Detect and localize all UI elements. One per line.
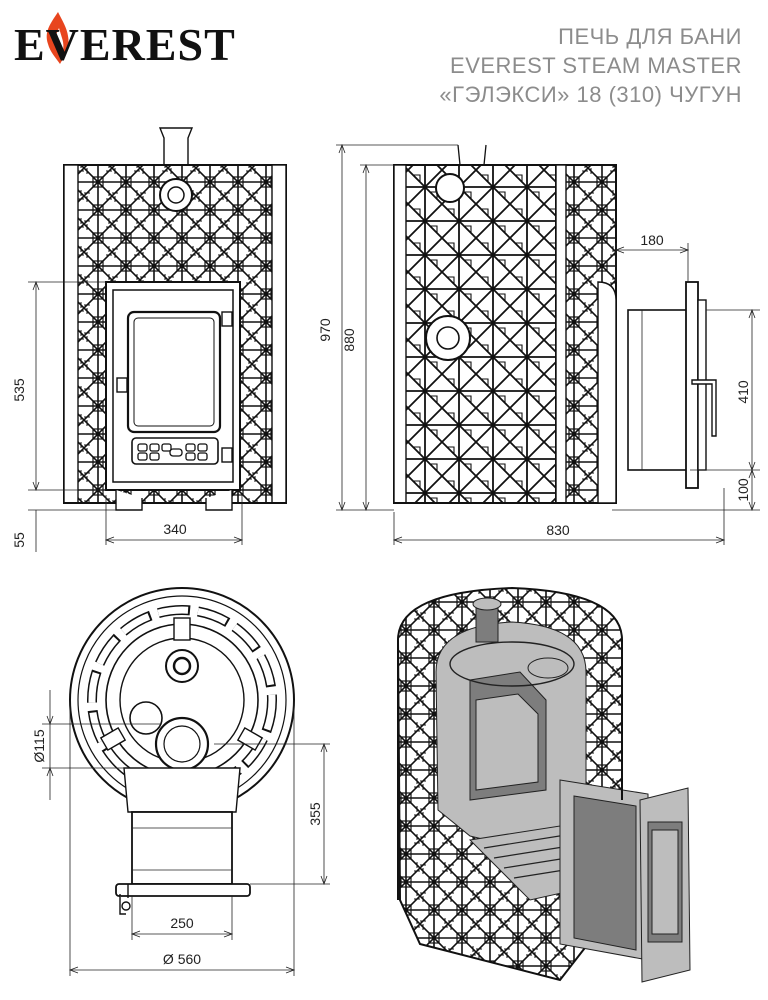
dim-front-width: 340 — [163, 521, 187, 537]
isometric-cutaway — [396, 586, 691, 983]
title-line-1: ПЕЧЬ ДЛЯ БАНИ — [558, 24, 742, 49]
top-view — [42, 587, 330, 976]
logo-text: EVEREST — [14, 19, 236, 70]
product-title: ПЕЧЬ ДЛЯ БАНИ EVEREST STEAM MASTER «ГЭЛЭ… — [439, 22, 742, 109]
dim-front-door-height: 535 — [11, 378, 27, 402]
dim-side-body-height: 880 — [341, 328, 357, 352]
front-chimney — [158, 127, 194, 166]
side-door — [685, 281, 699, 489]
dim-front-base-height: 55 — [11, 532, 27, 548]
everest-logo: EVEREST — [14, 12, 236, 70]
dim-top-chimney-diameter: Ø115 — [31, 729, 47, 762]
dim-top-diameter: Ø 560 — [163, 951, 201, 967]
dim-side-total-length: 830 — [546, 522, 570, 538]
dim-side-tunnel-length: 180 — [640, 232, 664, 248]
front-view — [28, 127, 287, 552]
dim-side-total-height: 970 — [317, 318, 333, 342]
title-line-3: «ГЭЛЭКСИ» 18 (310) ЧУГУН — [439, 82, 742, 107]
side-lattice — [393, 164, 557, 504]
dim-side-door-height: 410 — [735, 380, 751, 404]
dim-top-tunnel-length: 355 — [307, 802, 323, 826]
dim-side-door-offset: 100 — [735, 478, 751, 502]
dim-top-tunnel-width: 250 — [170, 915, 194, 931]
title-line-2: EVEREST STEAM MASTER — [450, 53, 742, 78]
side-view — [336, 143, 760, 545]
side-tunnel — [627, 309, 689, 471]
